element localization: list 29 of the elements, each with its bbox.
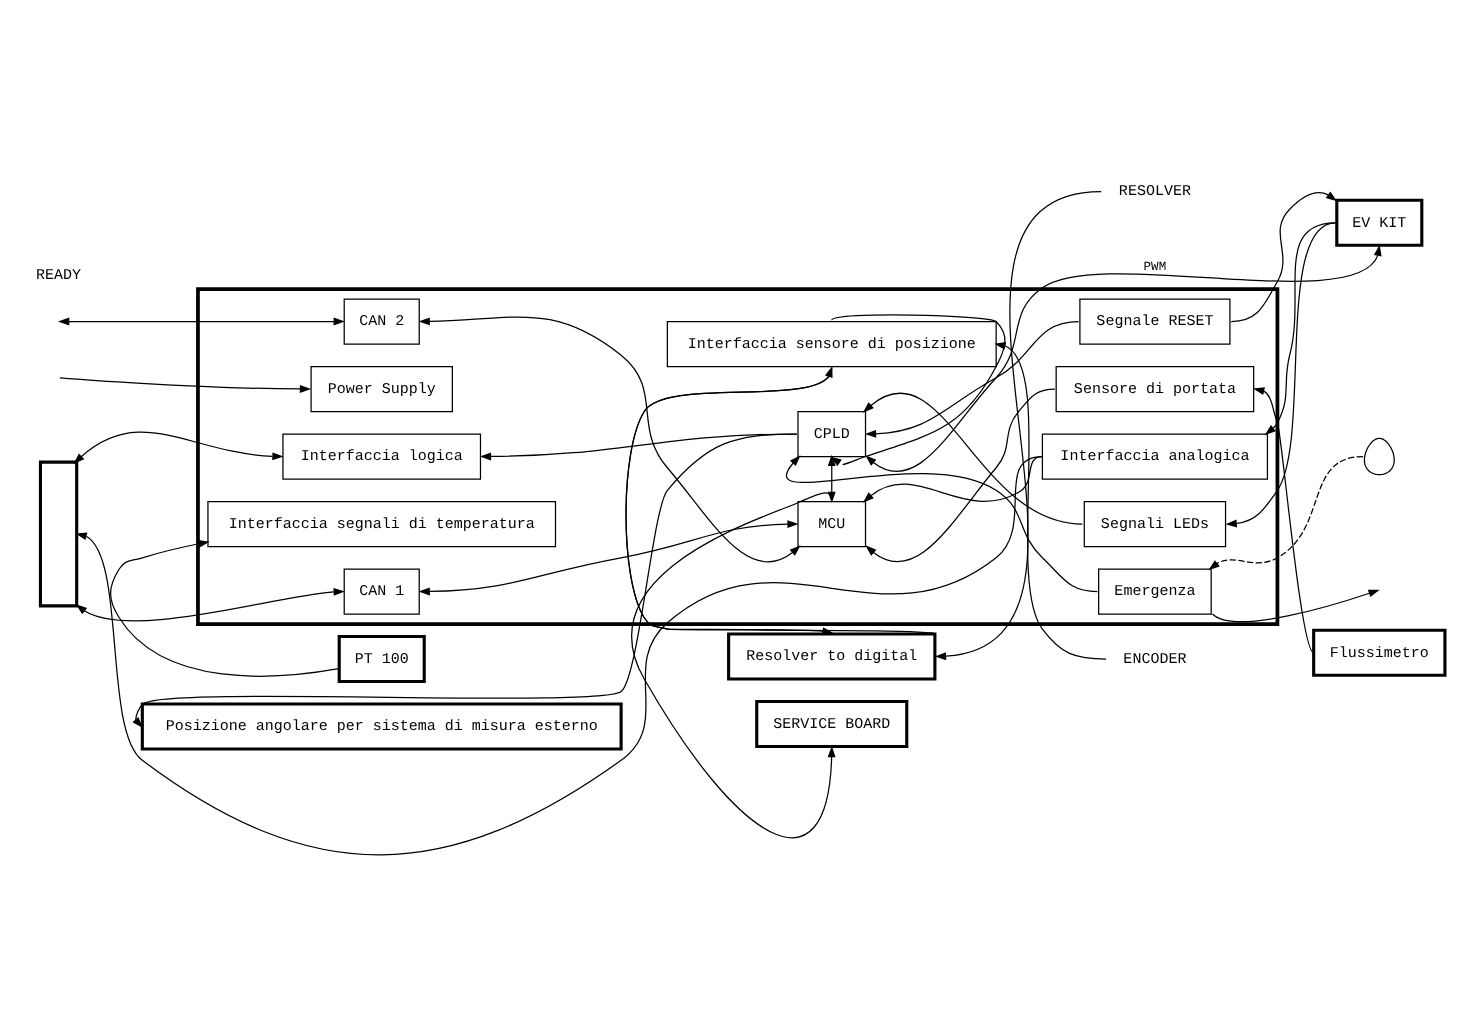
- arrow: [934, 189, 1102, 660]
- arrow: [1264, 221, 1337, 435]
- arrow: [1211, 588, 1380, 622]
- arrow: [58, 316, 345, 325]
- arrow: [631, 491, 836, 838]
- arrow: [109, 538, 340, 676]
- arrow: [865, 387, 1056, 562]
- arrow: [862, 391, 1084, 524]
- node-button: [1363, 436, 1395, 475]
- arrow: [865, 243, 1382, 472]
- arrow: [864, 319, 1080, 437]
- arrow: [75, 454, 1044, 855]
- arrow: [786, 454, 1099, 592]
- arrow: [830, 313, 1006, 466]
- arrow: [132, 432, 798, 727]
- arrow: [827, 453, 836, 503]
- arrow: [59, 376, 312, 392]
- arrow: [75, 586, 345, 621]
- arrow: [418, 519, 799, 595]
- arrow: [994, 340, 1107, 659]
- arrow: [1230, 190, 1338, 322]
- node-box: [38, 459, 79, 607]
- arrow: [1225, 221, 1337, 527]
- arrow: [418, 315, 801, 562]
- arrow: [1253, 386, 1315, 653]
- arrow: [862, 454, 1044, 502]
- arrow: [73, 430, 284, 464]
- arrow: [625, 364, 935, 634]
- arrow: [1208, 454, 1364, 570]
